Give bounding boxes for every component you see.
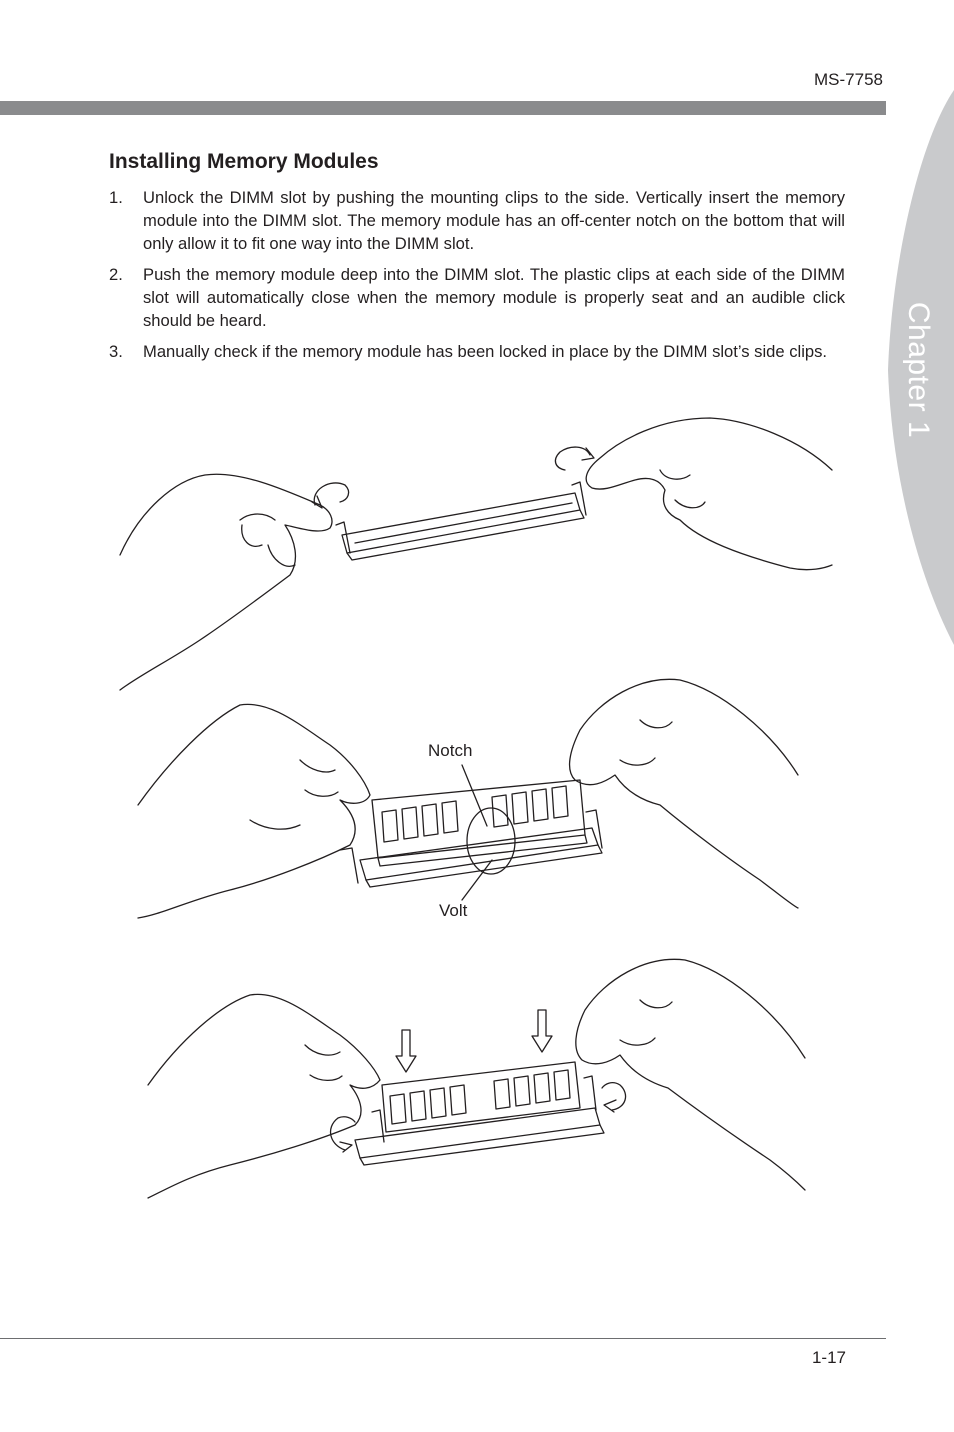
list-item: 1. Unlock the DIMM slot by pushing the m… — [109, 186, 845, 255]
clip-arrow-left — [329, 1116, 356, 1151]
step-text: Manually check if the memory module has … — [143, 342, 828, 361]
volt-label: Volt — [439, 901, 468, 920]
model-number: MS-7758 — [814, 70, 883, 89]
left-hand — [119, 473, 333, 691]
push-arrow-left — [395, 1029, 417, 1073]
push-arrow-right — [531, 1009, 553, 1053]
section-title: Installing Memory Modules — [109, 150, 379, 173]
step-number: 2. — [109, 265, 123, 284]
clip-arrow-right — [601, 1082, 627, 1111]
unlock-arrow-left — [313, 482, 350, 506]
memory-module — [381, 1061, 581, 1133]
header-bar — [0, 101, 886, 115]
stage-2-insert-module — [137, 678, 799, 919]
right-hand — [585, 417, 833, 571]
notch-circle — [466, 807, 516, 875]
unlock-arrow-right — [554, 446, 591, 471]
right-hand — [568, 678, 799, 909]
left-hand — [137, 703, 371, 919]
chapter-tab — [888, 90, 954, 645]
right-hand — [575, 958, 806, 1191]
steps-list: 1. Unlock the DIMM slot by pushing the m… — [109, 186, 845, 371]
notch-label: Notch — [428, 741, 473, 760]
dimm-slot — [359, 827, 599, 881]
step-number: 3. — [109, 342, 123, 361]
step-text: Push the memory module deep into the DIM… — [143, 265, 845, 330]
page-number: 1-17 — [811, 1348, 846, 1367]
list-item: 2. Push the memory module deep into the … — [109, 263, 845, 332]
step-number: 1. — [109, 188, 123, 207]
footer-rule — [0, 1338, 886, 1339]
stage-3-lock-module — [147, 958, 806, 1199]
step-text: Unlock the DIMM slot by pushing the moun… — [143, 188, 845, 253]
stage-1-unlock-slot — [119, 417, 833, 691]
left-hand — [147, 993, 381, 1199]
list-item: 3. Manually check if the memory module h… — [109, 340, 845, 363]
